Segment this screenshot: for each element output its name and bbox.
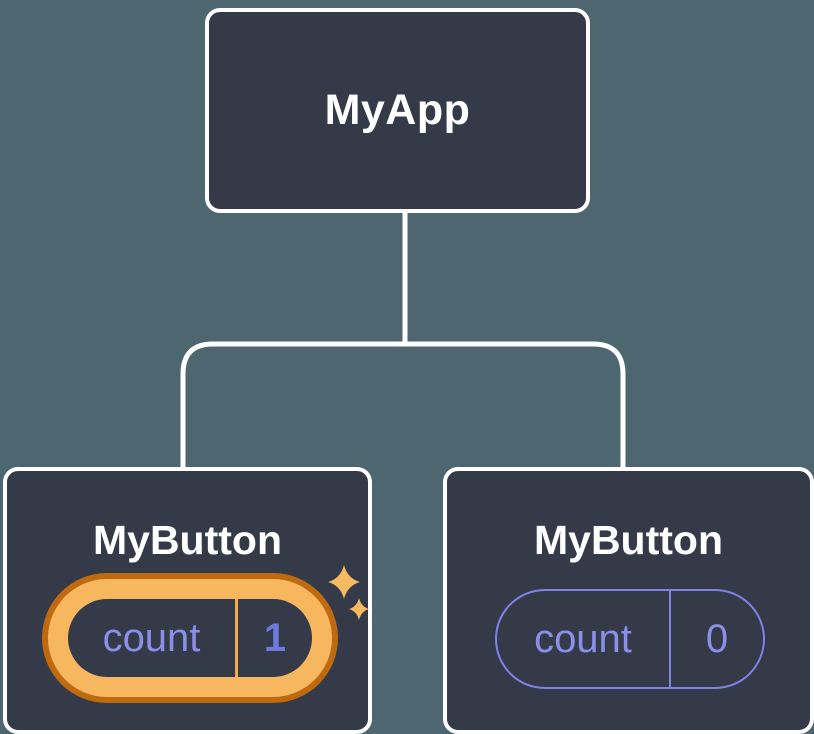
state-key-label: count <box>102 615 201 660</box>
state-value: 0 <box>705 616 729 661</box>
tree-node-mybutton-right: MyButton count 0 <box>443 467 814 734</box>
node-label: MyApp <box>324 86 471 134</box>
state-key-cell: count <box>497 591 669 687</box>
state-value-cell: 1 <box>238 599 312 677</box>
node-label: MyButton <box>92 517 282 563</box>
tree-node-myapp: MyApp <box>205 8 590 213</box>
state-key-cell: count <box>68 599 235 677</box>
state-pill-plain: count 0 <box>495 589 765 689</box>
state-pill-highlighted: count 1 <box>42 573 338 703</box>
state-pill-divider <box>669 591 671 687</box>
state-pill-body: count 1 <box>68 599 312 677</box>
state-key-label: count <box>534 616 632 661</box>
connector-children-bracket <box>180 341 626 472</box>
state-value: 1 <box>263 615 287 660</box>
node-label: MyButton <box>533 517 723 563</box>
state-value-cell: 0 <box>671 591 763 687</box>
state-pill-divider <box>235 599 238 677</box>
tree-node-mybutton-left: MyButton count 1 <box>3 467 372 734</box>
sparkle-icon <box>328 565 369 620</box>
state-pill-highlight-ring: count 1 <box>48 579 332 697</box>
